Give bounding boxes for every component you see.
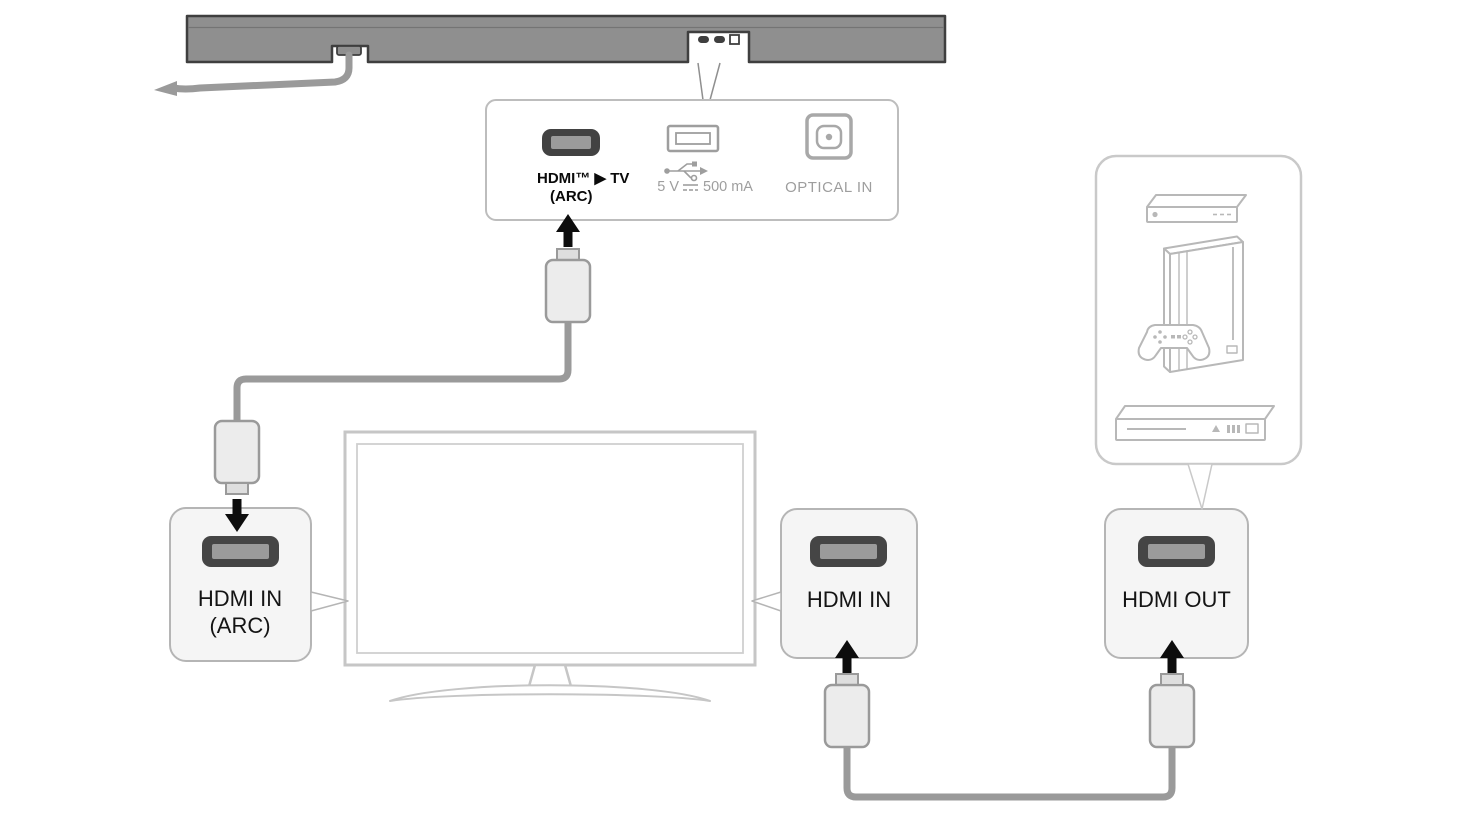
gamepad-btn-right [1192, 334, 1198, 340]
gamepad-dpad-left [1153, 335, 1157, 339]
usb-voltage-label: 5 V [657, 179, 679, 195]
tv-in-box-frame [780, 508, 918, 659]
hdmi-plug-icon-body-1 [544, 258, 592, 324]
up-arrow-icon-tv-in [835, 640, 859, 673]
out-box-frame [1104, 508, 1249, 659]
hdmi-port-icon-inner [551, 136, 591, 149]
player-top [1115, 405, 1275, 420]
usb-trident-icon [664, 161, 708, 182]
gamepad-dpad-right [1163, 335, 1167, 339]
tv-stand-base [389, 684, 711, 702]
callout-line-left [697, 62, 704, 101]
arc-box-label-line2: (ARC) [209, 613, 270, 638]
optical-label: OPTICAL IN [785, 179, 873, 196]
hdmi-plug-icon-tip-4 [1160, 673, 1184, 686]
gamepad-btn-up [1187, 329, 1193, 335]
set-top-box-icon [1146, 194, 1247, 223]
callout-wedges [310, 463, 1213, 612]
stb-top [1146, 194, 1247, 208]
usb-trident-square [692, 161, 697, 167]
gamepad-dpad-down [1158, 340, 1162, 344]
tv-hdmi-in-box: HDMI IN [780, 508, 918, 659]
player-bar-1 [1227, 425, 1230, 433]
soundbar-rear-port-3 [729, 34, 740, 45]
hdmi-out-label: HDMI OUT [1122, 587, 1231, 612]
out-hdmi-port-icon-inner [1148, 544, 1205, 559]
soundbar-rear-port-1 [698, 36, 709, 43]
tv-in-box-to-tv-wedge [751, 591, 782, 612]
stb-front [1146, 206, 1238, 223]
gamepad-center-btn-2 [1177, 335, 1181, 339]
up-arrow-icon [556, 214, 580, 247]
player-eject-glyph [1212, 425, 1220, 432]
power-cable-tip [154, 81, 177, 96]
gamepad-icon [1137, 324, 1211, 361]
hdmi-plug-icon-tip-2 [225, 482, 249, 495]
tv-screen [356, 443, 744, 654]
console-detail [1226, 345, 1238, 354]
hdmi-cable-1 [213, 214, 592, 532]
usb-trident-circle [690, 174, 698, 182]
up-arrow-icon-hdmi-out [1160, 640, 1184, 673]
down-arrow-icon [225, 499, 249, 532]
hdmi-cable-2-wire [843, 747, 1176, 801]
player-bar-3 [1237, 425, 1240, 433]
soundbar-panel-callout [697, 62, 721, 101]
hdmi-cable-2 [823, 640, 1196, 801]
usb-current-label: 500 mA [703, 179, 753, 195]
hdmi-cable-1-wire [233, 322, 572, 421]
arc-box-label-line1: HDMI IN [198, 586, 282, 611]
rear-panel: HDMI™ ▶ TV (ARC) 5 V 500 mA OPTICAL IN [485, 99, 899, 221]
arc-box-frame [169, 507, 312, 662]
hdmi-plug-icon-tip-1 [556, 248, 580, 261]
dc-symbol-icon [683, 184, 698, 191]
hdmi-plug-icon-body-2 [213, 419, 261, 485]
callout-line-right [709, 62, 721, 101]
panel-hdmi-label-line1: HDMI™ ▶ TV [537, 170, 629, 187]
arc-box-to-tv-wedge [310, 591, 349, 612]
hdmi-plug-icon-body-3 [823, 683, 871, 749]
gamepad-btn-down [1187, 339, 1193, 345]
arc-port-box: HDMI IN (ARC) [169, 507, 312, 662]
hdmi-plug-icon-body-4 [1148, 683, 1196, 749]
arc-hdmi-port-icon-inner [212, 544, 269, 559]
usb-trident-arrow [700, 167, 708, 175]
panel-hdmi-label-line2: (ARC) [550, 188, 593, 205]
hdmi-plug-icon-tip-3 [835, 673, 859, 686]
player-bar-2 [1232, 425, 1235, 433]
optical-port-icon-dot [825, 133, 833, 141]
gamepad-btn-left [1182, 334, 1188, 340]
stb-knob [1152, 211, 1158, 218]
tv-in-hdmi-port-icon-inner [820, 544, 877, 559]
soundbar-body [185, 14, 947, 64]
devices-to-out-box-wedge [1187, 463, 1213, 510]
device-hdmi-out-box: HDMI OUT [1104, 508, 1249, 659]
usb-trident-branch-up [677, 163, 692, 172]
soundbar-rear-port-2 [714, 36, 725, 43]
tv-icon [343, 430, 757, 702]
usb-trident-node [664, 168, 670, 174]
usb-port-icon-inner [675, 132, 711, 145]
player-front [1115, 418, 1266, 441]
external-devices-box [1094, 154, 1303, 466]
gamepad-center-btn-1 [1171, 335, 1175, 339]
player-display [1245, 423, 1259, 434]
gamepad-dpad-up [1158, 330, 1162, 334]
disc-player-icon [1115, 405, 1275, 441]
soundbar-illustration [154, 14, 947, 96]
usb-trident-branch-down [683, 170, 692, 179]
power-cable [169, 51, 353, 93]
tv-hdmi-in-label: HDMI IN [807, 587, 891, 612]
